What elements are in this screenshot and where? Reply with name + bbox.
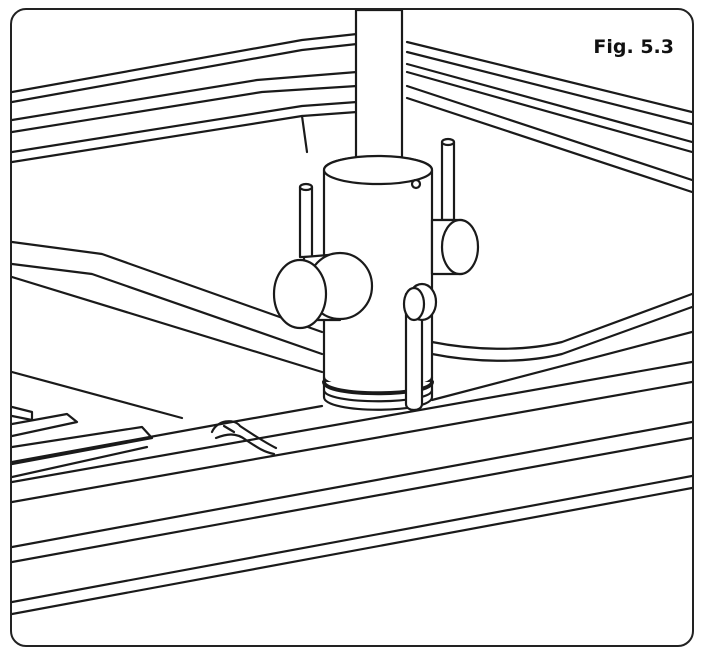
figure-frame: Fig. 5.3 bbox=[10, 8, 694, 647]
overflow-slot bbox=[210, 420, 278, 456]
right-lever-handle bbox=[430, 137, 480, 276]
tap-spout bbox=[354, 10, 404, 170]
drainer-ridges bbox=[12, 405, 154, 479]
sink-back-rim bbox=[12, 32, 692, 194]
figure-label: Fig. 5.3 bbox=[593, 36, 674, 58]
sink-basin bbox=[12, 114, 692, 420]
filter-lever bbox=[402, 282, 438, 412]
left-lever-handle bbox=[272, 182, 374, 330]
sink-tap-illustration bbox=[12, 10, 692, 616]
sink-front-edges bbox=[12, 330, 692, 616]
